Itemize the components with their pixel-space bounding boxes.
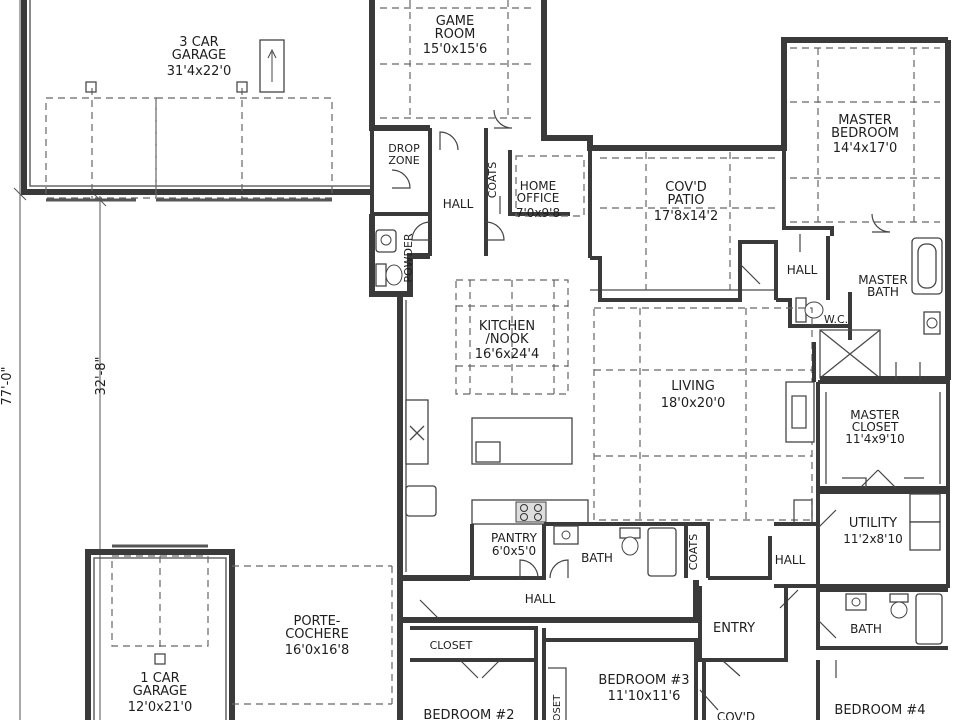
room-size-covd-patio: 17'8x14'2 <box>654 209 718 224</box>
room-name-powder: POWDER <box>402 233 415 283</box>
room-name-bath-east: BATH <box>850 622 882 636</box>
master-bedroom-walls <box>782 40 951 380</box>
bath-tub <box>647 527 677 577</box>
washer <box>909 493 941 523</box>
room-size-master-bedroom: 14'4x17'0 <box>833 141 897 156</box>
master-bath-suite <box>776 236 948 380</box>
room-size-porte-cochere: 16'0x16'8 <box>285 643 349 658</box>
room-name-hall-master: HALL <box>787 263 818 277</box>
hall-walls <box>397 522 948 650</box>
room-size-utility: 11'2x8'10 <box>843 532 903 546</box>
room-name-closet: CLOSET <box>430 639 473 652</box>
room-name-bedroom4: BEDROOM #4 <box>834 703 925 718</box>
room-size-game-room: 15'0x15'6 <box>423 42 487 57</box>
room-name-entry: ENTRY <box>713 621 755 636</box>
bedroom-walls <box>397 620 837 720</box>
room-size-kitchen: 16'6x24'4 <box>475 347 539 362</box>
room-size-pantry: 6'0x5'0 <box>492 544 536 558</box>
garage-3car-walls <box>21 0 372 202</box>
room-name-coats-south: COATS <box>687 534 700 571</box>
garage-offset-dimension: 32'-8" <box>94 356 109 395</box>
room-name-covd-south: COV'D <box>717 710 755 720</box>
refrigerator <box>405 485 437 517</box>
bath-sink <box>553 525 579 545</box>
room-size-garage3: 31'4x22'0 <box>167 64 231 79</box>
room-name-kitchen: KITCHEN/NOOK <box>479 319 535 347</box>
pantry-cabinets <box>405 399 429 465</box>
porte-cochere <box>232 565 393 705</box>
fireplace <box>785 381 815 443</box>
room-name-bedroom3: BEDROOM #3 <box>598 673 689 688</box>
room-name-porte-cochere: PORTE-COCHERE <box>285 614 349 642</box>
room-name-hall-north: HALL <box>443 197 474 211</box>
room-name-bath-center: BATH <box>581 551 613 565</box>
room-size-garage1: 12'0x21'0 <box>128 700 192 715</box>
room-name-living: LIVING <box>671 379 715 394</box>
room-name-closet-b3: OSET <box>552 694 563 720</box>
entry-and-bath <box>698 586 943 677</box>
room-name-utility: UTILITY <box>849 516 897 531</box>
pantry-bath-coats <box>470 522 710 580</box>
powder-room <box>369 214 430 297</box>
room-name-coats-north: COATS <box>486 162 499 199</box>
dimension-lines <box>13 0 107 720</box>
drop-zone-hall-walls <box>370 128 592 258</box>
room-name-wc: W.C. <box>824 313 848 326</box>
room-name-hall-east: HALL <box>775 553 806 567</box>
room-name-bedroom2: BEDROOM #2 <box>423 708 514 720</box>
living-room <box>593 307 820 521</box>
utility-room <box>793 490 950 588</box>
garage-1car <box>85 544 235 720</box>
dryer <box>909 521 941 551</box>
room-size-home-office: 7'0x9'8 <box>516 206 560 220</box>
covd-patio <box>590 152 778 302</box>
room-size-master-closet: 11'4x9'10 <box>845 432 905 446</box>
master-closet <box>818 380 950 490</box>
room-name-pantry: PANTRY <box>491 531 538 545</box>
room-name-hall-south: HALL <box>525 592 556 606</box>
overall-depth-dimension: 77'-0" <box>0 366 15 405</box>
room-size-bedroom3: 11'10x11'6 <box>608 689 681 704</box>
room-size-living: 18'0x20'0 <box>661 396 725 411</box>
